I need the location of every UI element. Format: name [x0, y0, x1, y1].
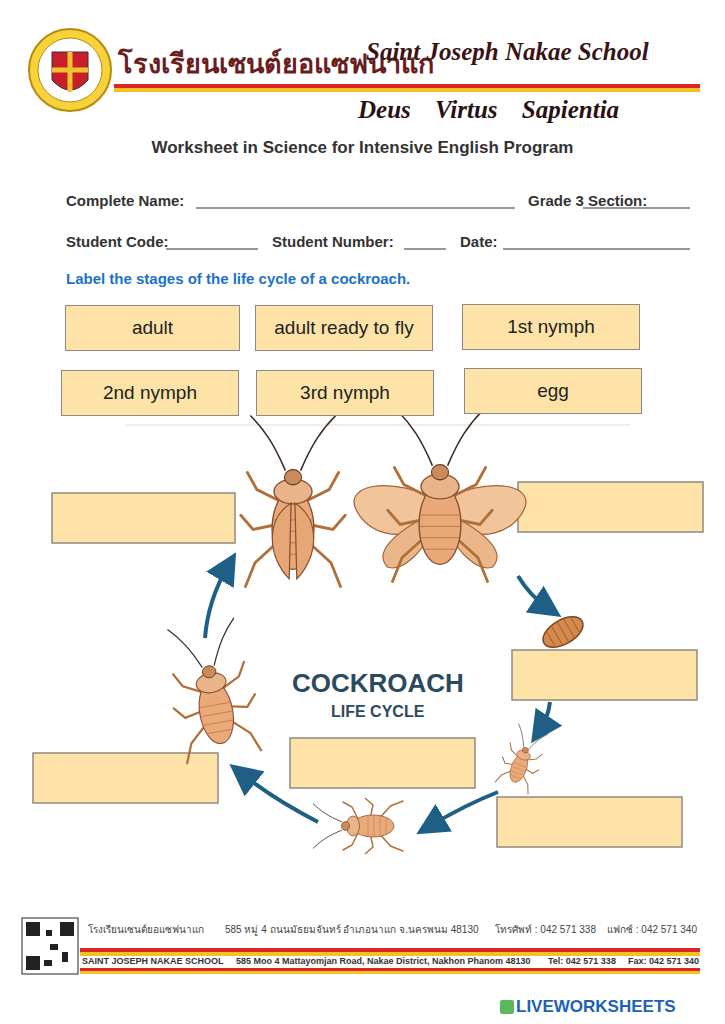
cycle-arrow [205, 566, 550, 826]
word-bank-box: adult [65, 305, 240, 351]
footer-thai: 585 หมู่ 4 ถนนมัธยมจันทร์ อำเภอนาแก จ.นค… [225, 922, 479, 937]
word-bank-text: adult [132, 317, 173, 339]
footer-english: Tel: 042 571 338 [548, 956, 616, 966]
answer-box [33, 482, 703, 847]
field-label: Student Code: [66, 233, 169, 250]
watermark: LIVEWORKSHEETS [516, 997, 676, 1017]
worksheet-title: Worksheet in Science for Intensive Engli… [0, 138, 725, 158]
motto: Deus Virtus Sapientia [358, 96, 619, 124]
word-bank-box: 1st nymph [462, 304, 640, 350]
word-bank-box: adult ready to fly [255, 305, 433, 351]
diagram-heading: COCKROACH [292, 668, 464, 699]
footer-english: 585 Moo 4 Mattayomjan Road, Nakae Distri… [236, 956, 531, 966]
word-bank-box: 2nd nymph [61, 370, 239, 416]
qr-code [22, 918, 78, 974]
field-label: Complete Name: [66, 192, 184, 209]
footer-thai: โทรศัพท์ : 042 571 338 [495, 922, 596, 937]
instruction: Label the stages of the life cycle of a … [66, 270, 410, 287]
word-bank-text: 2nd nymph [103, 382, 197, 404]
word-bank-box: 3rd nymph [256, 370, 434, 416]
footer-english: SAINT JOSEPH NAKAE SCHOOL [82, 956, 224, 966]
word-bank-text: 3rd nymph [300, 382, 390, 404]
footer-thai: โรงเรียนเซนต์ยอแซฟนาแก [88, 922, 204, 937]
field-label: Date: [460, 233, 498, 250]
word-bank-text: adult ready to fly [274, 317, 413, 339]
footer-thai: แฟกซ์ : 042 571 340 [607, 922, 697, 937]
school-name: Saint Joseph Nakae School [366, 38, 649, 66]
word-bank-text: egg [537, 380, 569, 402]
field-label: Grade 3 Section: [528, 192, 647, 209]
field-label: Student Number: [272, 233, 394, 250]
word-bank-text: 1st nymph [507, 316, 595, 338]
diagram-subheading: LIFE CYCLE [331, 703, 424, 721]
footer-english: Fax: 042 571 340 [628, 956, 699, 966]
word-bank-box: egg [464, 368, 642, 414]
